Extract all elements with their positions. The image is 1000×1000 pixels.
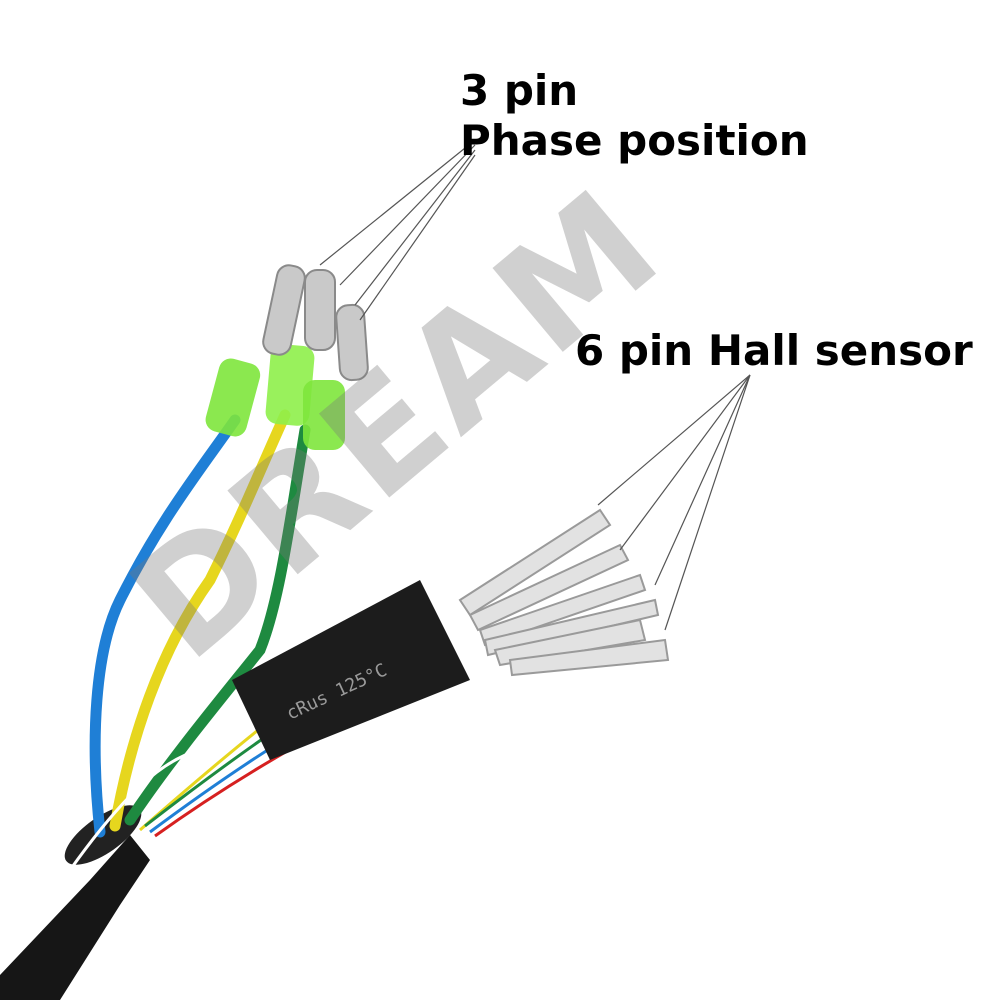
heat-shrink-sleeve: cRus 125°C (232, 580, 470, 760)
three-pin-label: 3 pin (460, 66, 579, 115)
main-cable (0, 805, 150, 1000)
phase-position-label: Phase position (460, 116, 809, 165)
hall-sensor-label: 6 pin Hall sensor (575, 326, 973, 375)
leader-lines (319, 139, 751, 631)
phase-connector-sleeves (205, 344, 345, 450)
bullet-connectors (262, 264, 369, 382)
blue-phase-wire (89, 414, 241, 838)
yellow-phase-wire (109, 409, 291, 832)
hall-terminals (458, 508, 670, 677)
